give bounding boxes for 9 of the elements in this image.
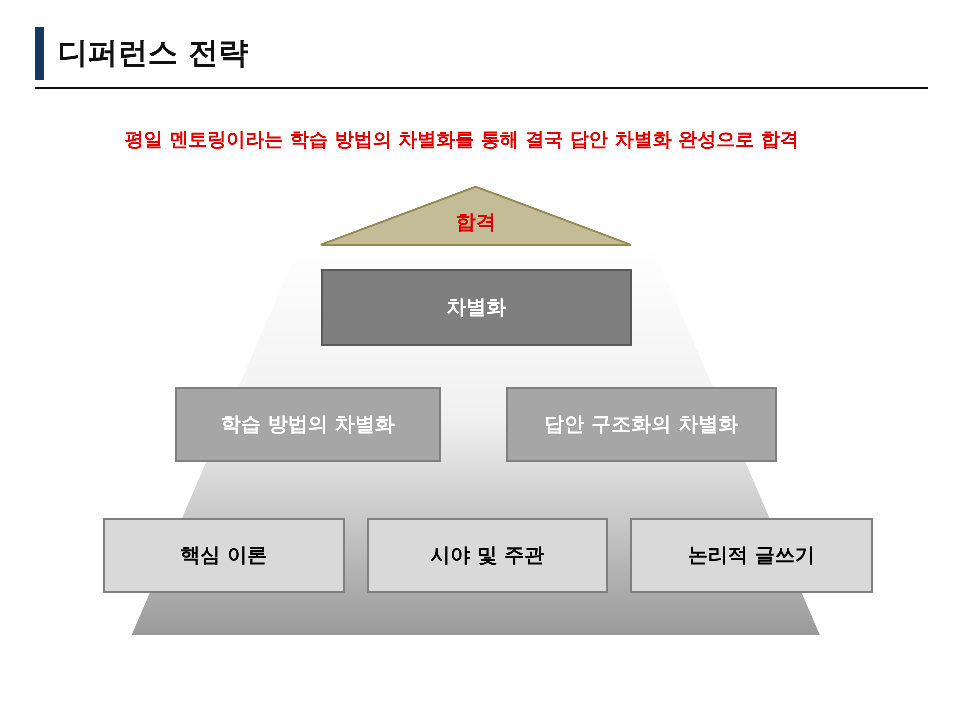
- pyramid-tier-box: 답안 구조화의 차별화: [506, 387, 777, 462]
- pyramid-tier-box: 학습 방법의 차별화: [175, 387, 441, 462]
- roof-label: 합격: [455, 208, 497, 235]
- pyramid-tier-box: 논리적 글쓰기: [630, 518, 873, 593]
- pyramid-tier-box: 차별화: [321, 269, 632, 346]
- slide-title: 디퍼런스 전략: [58, 35, 248, 73]
- pyramid-tier-box: 핵심 이론: [103, 518, 345, 593]
- subtitle-text: 평일 멘토링이라는 학습 방법의 차별화를 통해 결국 답안 차별화 완성으로 합격: [124, 128, 800, 153]
- pyramid-tier-box: 시야 및 주관: [367, 518, 608, 593]
